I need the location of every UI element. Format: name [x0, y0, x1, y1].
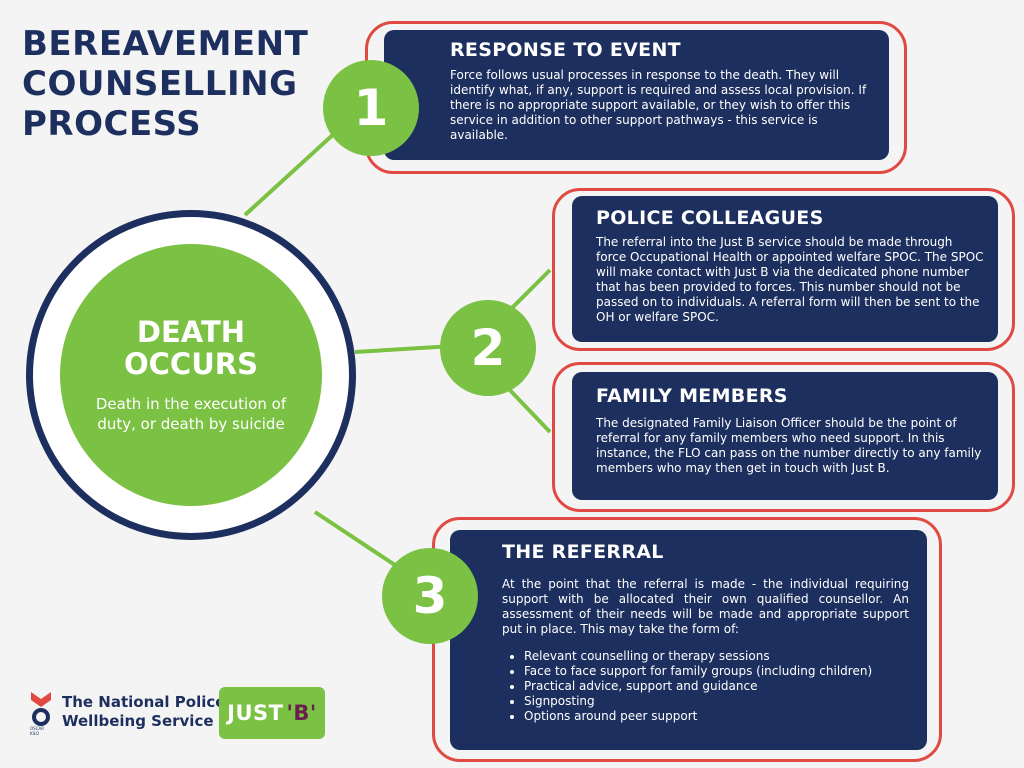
step-2a-card: POLICE COLLEAGUES The referral into the …: [572, 196, 998, 342]
oscar-kilo-label: OSCAR KILO: [30, 726, 44, 736]
national-police-logo: OSCAR KILO The National Police Wellbeing…: [30, 690, 225, 736]
national-police-name: The National Police Wellbeing Service: [62, 693, 225, 731]
step-2b-card: FAMILY MEMBERS The designated Family Lia…: [572, 372, 998, 500]
title-line-2: COUNSELLING: [22, 64, 298, 104]
step-3-text: At the point that the referral is made -…: [502, 577, 909, 636]
step-2b-frame: [552, 362, 1015, 512]
step-2a-heading: POLICE COLLEAGUES: [596, 207, 824, 229]
page-title: BEREAVEMENT COUNSELLING PROCESS: [22, 24, 342, 144]
just-b-main: JUST: [227, 701, 284, 725]
just-b-accent: 'B': [286, 701, 317, 725]
step-1-card: RESPONSE TO EVENT Force follows usual pr…: [384, 30, 889, 160]
bullet-item: Options around peer support: [524, 709, 909, 724]
shield-icon: OSCAR KILO: [30, 690, 52, 736]
np-line-1: The National Police: [62, 693, 226, 711]
center-node: DEATH OCCURS Death in the execution of d…: [60, 244, 322, 506]
step-1-number: 1: [323, 60, 419, 156]
bullet-item: Face to face support for family groups (…: [524, 664, 909, 679]
step-2b-text: The designated Family Liaison Officer sh…: [596, 416, 982, 475]
bullet-item: Practical advice, support and guidance: [524, 679, 909, 694]
step-1-text: Force follows usual processes in respons…: [450, 68, 867, 142]
title-line-1: BEREAVEMENT: [22, 24, 309, 64]
title-line-3: PROCESS: [22, 104, 202, 144]
step-2b-heading: FAMILY MEMBERS: [596, 385, 788, 407]
bullet-item: Relevant counselling or therapy sessions: [524, 649, 909, 664]
step-2-number: 2: [440, 300, 536, 396]
step-3-card: THE REFERRAL At the point that the refer…: [450, 530, 927, 750]
center-heading: DEATH OCCURS: [124, 315, 258, 381]
step-1-heading: RESPONSE TO EVENT: [450, 39, 681, 61]
step-3-bullets: Relevant counselling or therapy sessions…: [502, 649, 909, 724]
step-3-heading: THE REFERRAL: [502, 541, 664, 563]
step-2a-frame: [552, 188, 1015, 351]
center-text: Death in the execution of duty, or death…: [95, 395, 287, 433]
connector-2b: [503, 383, 552, 434]
np-line-2: Wellbeing Service: [62, 712, 214, 730]
step-3-number: 3: [382, 548, 478, 644]
bullet-item: Signposting: [524, 694, 909, 709]
just-b-logo: JUST 'B': [219, 687, 325, 739]
step-2a-text: The referral into the Just B service sho…: [596, 235, 984, 324]
